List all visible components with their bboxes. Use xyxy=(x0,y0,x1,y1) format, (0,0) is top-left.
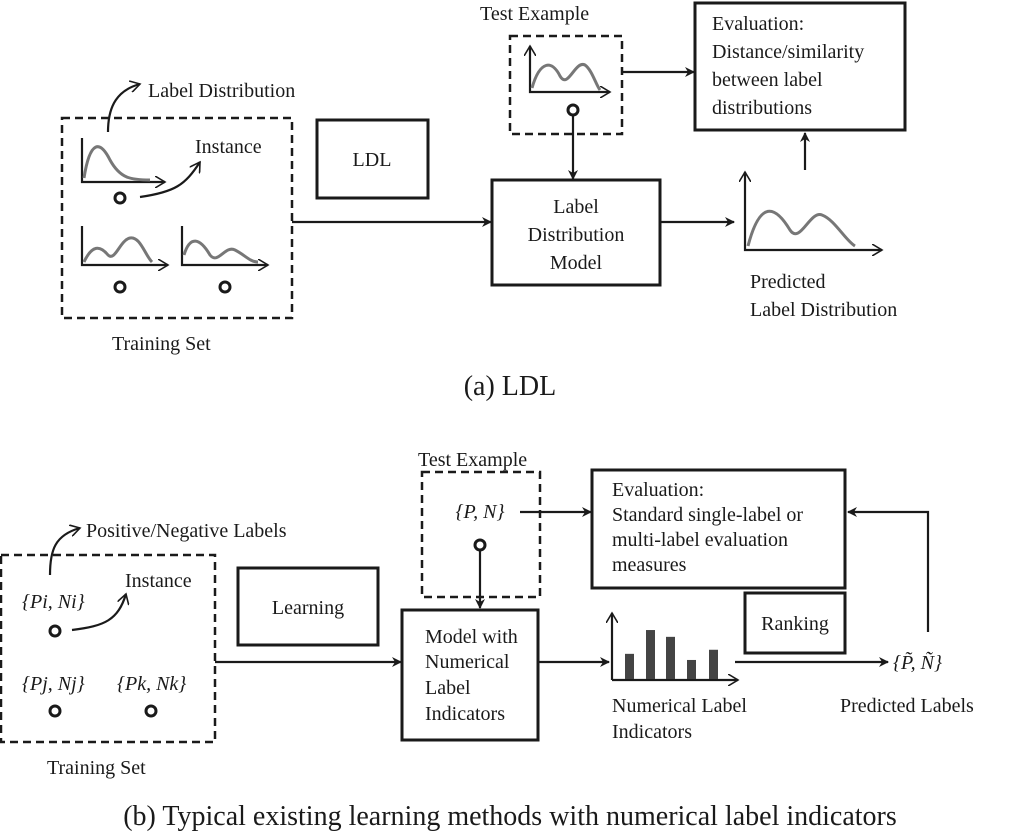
evaluation-line: measures xyxy=(612,554,687,576)
training-distribution-plot-icon xyxy=(180,226,268,265)
predicted-label: Predicted xyxy=(750,271,826,293)
indicator-bar xyxy=(666,636,675,679)
training-instance-icon xyxy=(218,280,232,294)
test-example-label: Test Example xyxy=(480,3,589,25)
train-label-set: {Pj, Nj} xyxy=(22,673,85,695)
ranking-box xyxy=(743,591,847,655)
caption-b: (b) Typical existing learning methods wi… xyxy=(123,801,897,832)
arrow-to-instance xyxy=(139,162,201,199)
instance-label: Instance xyxy=(125,570,192,592)
model-label: Model xyxy=(550,252,603,274)
training-instance-icon xyxy=(113,280,127,294)
test-instance-icon xyxy=(566,103,580,117)
numerical-panel: Test Example {P, N} Evaluation: Standard… xyxy=(0,449,974,832)
model-label: Distribution xyxy=(528,224,625,246)
training-distribution-plot-icon xyxy=(80,226,168,265)
train-label-set: {Pk, Nk} xyxy=(117,673,186,695)
training-instance-icon xyxy=(48,704,62,718)
evaluation-line: multi-label evaluation xyxy=(612,529,788,551)
training-instance-icon xyxy=(144,704,158,718)
arrow-to-instance xyxy=(71,594,126,632)
learning-box xyxy=(236,566,380,647)
predicted-label: Label Distribution xyxy=(750,299,897,321)
test-label-set: {P, N} xyxy=(456,501,505,523)
evaluation-box xyxy=(693,1,907,132)
label-distribution-model-box xyxy=(490,178,662,287)
predicted-labels-label: Predicted Labels xyxy=(840,695,974,717)
model-label: Label xyxy=(425,677,471,699)
training-distribution-plot-icon xyxy=(80,138,165,182)
learning-box-label: Learning xyxy=(272,597,344,619)
ldl-box-label: LDL xyxy=(353,149,392,171)
indicator-bar xyxy=(687,659,696,679)
evaluation-line: between label xyxy=(712,69,823,91)
ldl-box xyxy=(315,118,430,200)
arrow-predicted-to-eval xyxy=(847,507,930,632)
test-example-box xyxy=(508,34,624,136)
evaluation-title: Evaluation: xyxy=(712,13,804,35)
instance-label: Instance xyxy=(195,136,262,158)
training-set-label: Training Set xyxy=(47,757,146,779)
indicator-bar xyxy=(646,630,655,679)
label-distribution-label: Label Distribution xyxy=(148,80,295,102)
caption-a: (a) LDL xyxy=(464,371,557,402)
indicator-bar-plot-icon xyxy=(612,613,738,680)
ldl-panel: Test Example Evaluation: Distance/simila… xyxy=(60,1,907,402)
evaluation-line: Distance/similarity xyxy=(712,41,864,63)
evaluation-line: Standard single-label or xyxy=(612,504,803,526)
model-label: Model with xyxy=(425,626,518,648)
ranking-box-label: Ranking xyxy=(761,613,829,635)
numerical-indicators-label: Numerical Label xyxy=(612,695,747,717)
pos-neg-labels-label: Positive/Negative Labels xyxy=(86,520,287,542)
training-set-box xyxy=(0,553,217,744)
predicted-label-set: {P̃, Ñ} xyxy=(893,650,942,674)
evaluation-box xyxy=(590,468,847,590)
indicator-bar xyxy=(625,653,634,679)
training-set-label: Training Set xyxy=(112,333,211,355)
train-label-set: {Pi, Ni} xyxy=(22,591,85,613)
test-example-label: Test Example xyxy=(418,449,527,471)
test-instance-icon xyxy=(473,538,487,552)
model-label: Numerical xyxy=(425,651,510,673)
training-instance-icon xyxy=(113,191,127,205)
indicator-bar xyxy=(709,649,718,679)
model-label: Label xyxy=(553,196,599,218)
test-distribution-plot-icon xyxy=(530,46,610,92)
training-instance-icon xyxy=(48,624,62,638)
numerical-indicators-label: Indicators xyxy=(612,721,692,743)
model-label: Indicators xyxy=(425,703,505,725)
evaluation-line: distributions xyxy=(712,97,812,119)
arrow-to-label-distribution xyxy=(106,84,140,133)
arrow-to-pos-neg xyxy=(48,528,80,576)
evaluation-title: Evaluation: xyxy=(612,479,704,501)
numerical-model-box xyxy=(400,608,540,742)
predicted-distribution-plot-icon xyxy=(745,172,882,250)
training-set-box xyxy=(60,116,294,320)
